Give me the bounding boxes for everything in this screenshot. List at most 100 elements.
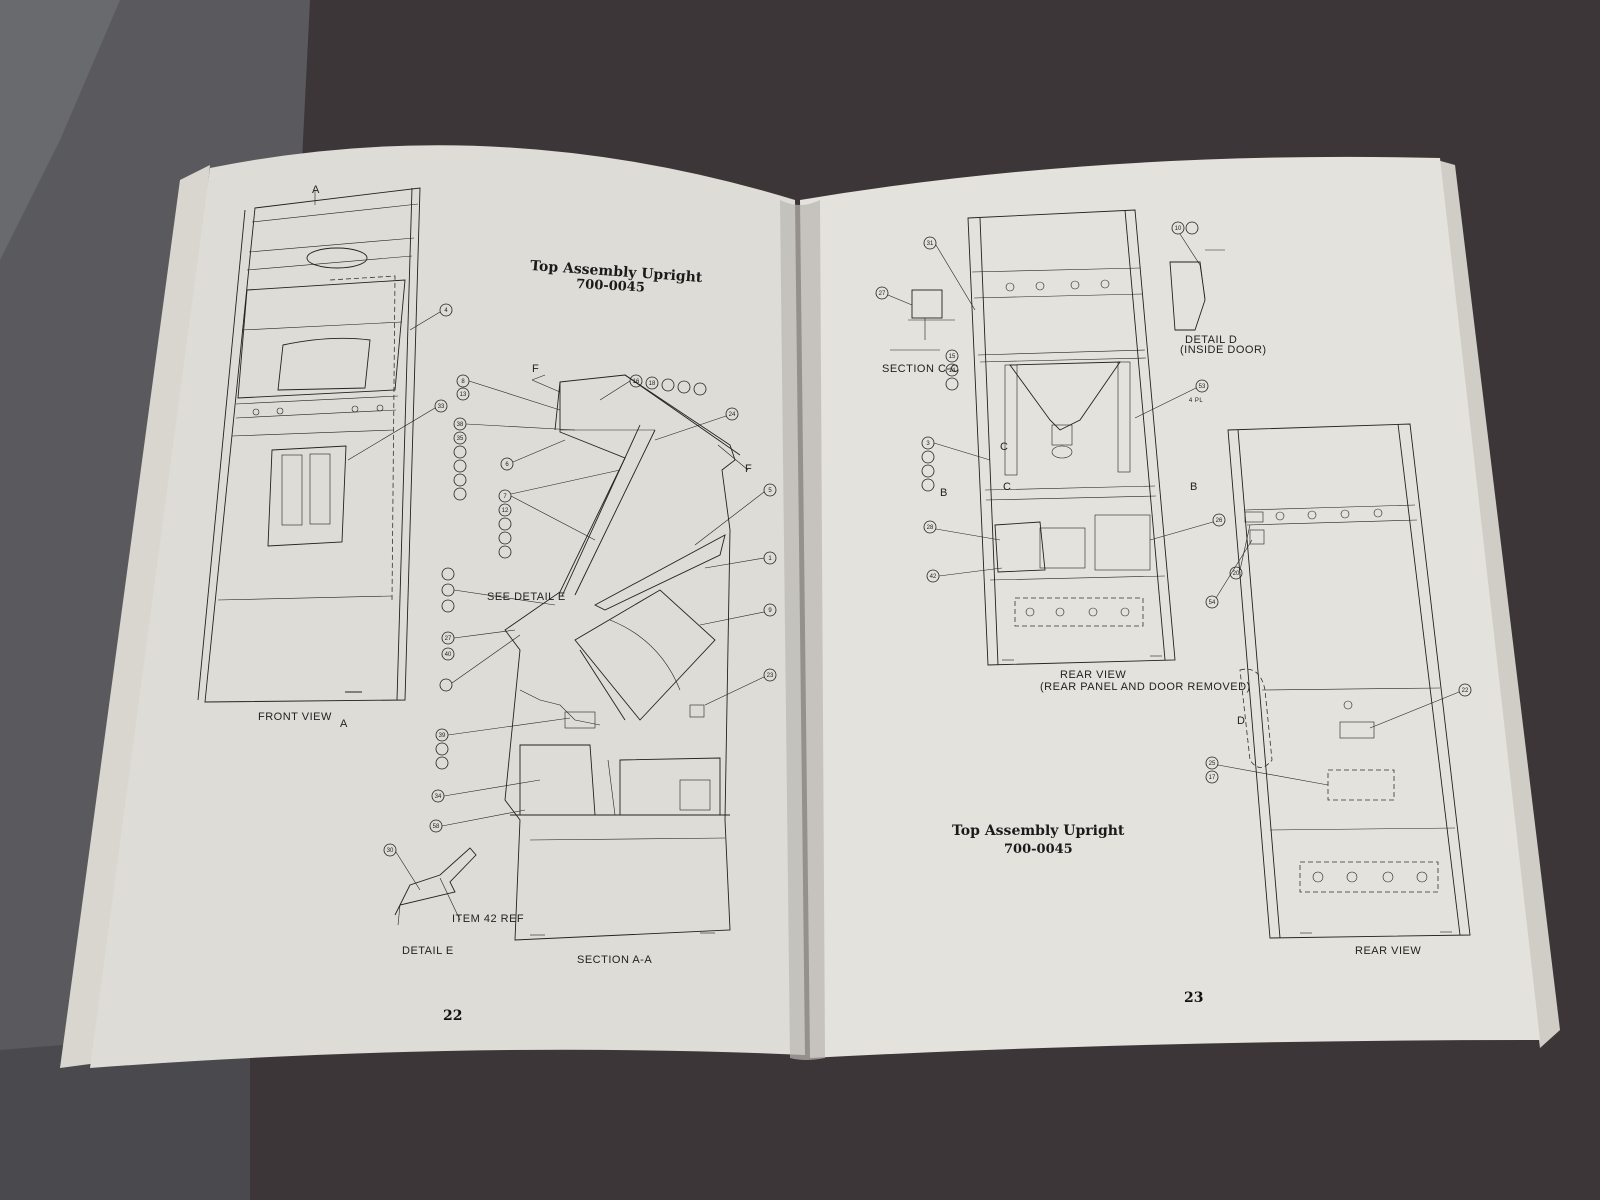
callout-bubble <box>441 599 455 613</box>
svg-text:26: 26 <box>1216 518 1223 524</box>
b-marker-left: B <box>940 487 948 499</box>
section-cc-drawing <box>890 289 955 351</box>
svg-text:22: 22 <box>1462 688 1469 694</box>
svg-text:38: 38 <box>457 422 464 428</box>
svg-text:9: 9 <box>768 608 772 614</box>
left-page-number: 22 <box>443 1008 462 1024</box>
callout-bubble: 35 <box>453 431 467 445</box>
rear-view-2-label: REAR VIEW <box>1355 945 1421 957</box>
svg-text:16: 16 <box>633 379 640 385</box>
callout-bubble: 30 <box>383 843 397 857</box>
callout-bubble: 24 <box>725 407 739 421</box>
section-aa-label: SECTION A-A <box>577 954 652 966</box>
svg-text:23: 23 <box>767 673 774 679</box>
svg-text:24: 24 <box>729 412 736 418</box>
detail-d-drawing <box>1169 249 1225 331</box>
svg-text:10: 10 <box>1175 226 1182 232</box>
svg-text:53: 53 <box>1199 384 1206 390</box>
detail-d-sub-label: (INSIDE DOOR) <box>1180 344 1267 356</box>
callout-bubble: 27 <box>875 286 889 300</box>
rear-view-label: REAR VIEW <box>1060 669 1126 681</box>
f-marker-bottom: F <box>745 463 752 475</box>
detail-e-drawing <box>394 847 477 926</box>
left-title-line2: 700-0045 <box>576 277 645 296</box>
callout-bubble: 31 <box>923 236 937 250</box>
svg-text:42: 42 <box>930 574 937 580</box>
callout-bubble: 53 <box>1195 379 1209 393</box>
right-title-line1: Top Assembly Upright <box>952 823 1125 839</box>
svg-text:27: 27 <box>445 636 452 642</box>
callout-bubble <box>453 487 467 501</box>
callout-bubble <box>498 517 512 531</box>
right-callouts: 31 27 15 14 53 4 PL 3 28 42 26 20 54 22 … <box>875 221 1472 786</box>
callout-bubble: 23 <box>763 668 777 682</box>
callout-bubble: 40 <box>441 647 455 661</box>
right-page-number: 23 <box>1184 990 1203 1006</box>
svg-text:35: 35 <box>457 436 464 442</box>
svg-text:58: 58 <box>433 824 440 830</box>
svg-text:5: 5 <box>768 488 772 494</box>
callout-bubble <box>441 567 455 581</box>
callout-bubble: 33 <box>434 399 448 413</box>
item-ref-label: ITEM 42 REF <box>452 913 524 925</box>
svg-text:14: 14 <box>949 368 956 374</box>
svg-text:15: 15 <box>949 354 956 360</box>
callout-bubble <box>661 378 675 392</box>
callout-bubble <box>677 380 691 394</box>
left-callouts: 4 33 8 13 38 35 6 7 12 24 5 1 9 23 <box>347 303 777 891</box>
callout-bubble <box>921 464 935 478</box>
svg-text:17: 17 <box>1209 775 1216 781</box>
section-marker-top: A <box>312 184 320 196</box>
right-title-line2: 700-0045 <box>1004 842 1073 857</box>
callout-bubble <box>453 473 467 487</box>
see-detail-label: SEE DETAIL E <box>487 591 566 603</box>
b-marker-right: B <box>1190 481 1198 493</box>
c-marker-bottom: C <box>1003 481 1011 493</box>
callout-bubble: 15 <box>945 349 959 363</box>
svg-text:18: 18 <box>649 381 656 387</box>
rear-view-sub-label: (REAR PANEL AND DOOR REMOVED) <box>1040 681 1251 693</box>
callout-bubble: 18 <box>645 376 659 390</box>
callout-bubble: 13 <box>456 387 470 401</box>
callout-bubble <box>921 450 935 464</box>
callout-bubble: 9 <box>763 603 777 617</box>
f-marker-top: F <box>532 363 539 375</box>
svg-text:27: 27 <box>879 291 886 297</box>
detail-e-label: DETAIL E <box>402 945 454 957</box>
callout-bubble: 5 <box>763 483 777 497</box>
rear-view-closed-drawing <box>1227 423 1471 939</box>
callout-bubble: 26 <box>1212 513 1226 527</box>
callout-bubble: 10 <box>1171 221 1185 235</box>
svg-text:12: 12 <box>502 508 509 514</box>
callout-bubble: 25 <box>1205 756 1219 770</box>
svg-text:1: 1 <box>768 556 772 562</box>
callout-bubble <box>921 478 935 492</box>
svg-text:4: 4 <box>444 308 448 314</box>
callout-bubble: 6 <box>500 457 514 471</box>
section-marker-bottom: A <box>340 718 348 730</box>
callout-bubble: 54 <box>1205 595 1219 609</box>
front-view-label: FRONT VIEW <box>258 711 332 723</box>
callout-bubble: 22 <box>1458 683 1472 697</box>
callout-bubble <box>435 756 449 770</box>
callout-bubble <box>439 678 453 692</box>
callout-bubble: 20 <box>1229 566 1243 580</box>
svg-text:34: 34 <box>435 794 442 800</box>
svg-text:3: 3 <box>926 441 930 447</box>
svg-text:6: 6 <box>505 462 509 468</box>
pl-label: 4 PL <box>1189 398 1204 404</box>
callout-bubble: 28 <box>923 520 937 534</box>
callout-bubble <box>693 382 707 396</box>
callout-bubble <box>453 459 467 473</box>
callout-bubble: 4 <box>439 303 453 317</box>
svg-text:40: 40 <box>445 652 452 658</box>
svg-text:28: 28 <box>927 525 934 531</box>
svg-text:8: 8 <box>461 379 465 385</box>
callout-bubble <box>498 545 512 559</box>
callout-bubble: 14 <box>945 363 959 377</box>
svg-text:33: 33 <box>438 404 445 410</box>
svg-text:30: 30 <box>387 848 394 854</box>
callout-bubble: 17 <box>1205 770 1219 784</box>
c-marker-top: C <box>1000 441 1008 453</box>
svg-text:13: 13 <box>460 392 467 398</box>
